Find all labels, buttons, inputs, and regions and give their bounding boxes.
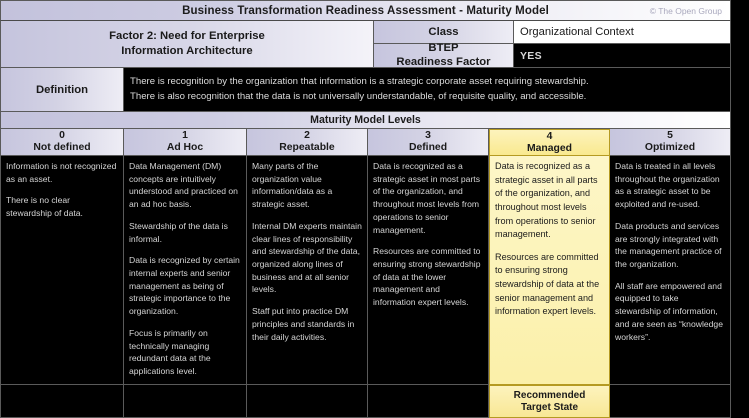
level-footer-optimized	[610, 385, 731, 418]
btep-readiness-factor-value: YES	[514, 44, 731, 68]
maturity-model-table: Business Transformation Readiness Assess…	[0, 0, 731, 418]
btep-label-line1: BTEP	[428, 41, 459, 54]
level-number: 2	[304, 130, 310, 142]
level-description-managed: Data is recognized as a strategic asset …	[489, 156, 610, 385]
level-number: 1	[182, 130, 188, 142]
level-paragraph: Data is recognized as a strategic asset …	[373, 161, 480, 235]
level-paragraph: Focus is primarily on technically managi…	[129, 327, 211, 377]
level-paragraph: Resources are committed to ensuring stro…	[373, 246, 481, 308]
page-title: Business Transformation Readiness Assess…	[182, 4, 549, 17]
level-name: Ad Hoc	[166, 142, 204, 153]
level-paragraph: All staff are empowered and equipped to …	[615, 280, 723, 342]
level-paragraph: Data is recognized by certain internal e…	[129, 255, 240, 317]
copyright-notice: © The Open Group	[649, 5, 722, 16]
level-paragraph: There is no clear stewardship of data.	[6, 195, 83, 219]
definition-label: Definition	[0, 68, 124, 112]
level-footer-ad-hoc	[124, 385, 247, 418]
level-description-ad-hoc: Data Management (DM) concepts are intuit…	[124, 156, 247, 385]
definition-row: Definition There is recognition by the o…	[0, 68, 731, 112]
level-description-defined: Data is recognized as a strategic asset …	[368, 156, 489, 385]
definition-text: There is recognition by the organization…	[124, 68, 731, 112]
factor-name-cell: Factor 2: Need for Enterprise Informatio…	[0, 21, 374, 68]
level-paragraph: Internal DM experts maintain clear lines…	[252, 220, 362, 295]
level-paragraph: Information is not recognized as an asse…	[6, 161, 117, 184]
target-state-line2: Target State	[520, 401, 579, 413]
level-paragraph: Stewardship of the data is informal.	[129, 220, 228, 244]
definition-line1: There is recognition by the organization…	[130, 75, 589, 87]
level-number: 0	[59, 130, 65, 142]
level-description-repeatable: Many parts of the organization value inf…	[247, 156, 368, 385]
factor-name-line2: Information Architecture	[121, 45, 253, 57]
class-label: Class	[374, 21, 514, 44]
level-body-row: Information is not recognized as an asse…	[0, 156, 731, 385]
level-paragraph: Data products and services are strongly …	[615, 220, 722, 270]
level-paragraph: Resources are committed to ensuring stro…	[495, 251, 600, 317]
title-bar: Business Transformation Readiness Assess…	[0, 0, 731, 21]
level-name: Defined	[408, 142, 448, 153]
level-footer-not-defined	[0, 385, 124, 418]
level-name: Optimized	[644, 142, 696, 153]
level-number: 3	[425, 130, 431, 142]
level-number: 5	[667, 130, 673, 142]
btep-readiness-factor-label: BTEP Readiness Factor	[374, 41, 514, 68]
level-name: Not defined	[33, 142, 91, 153]
level-paragraph: Staff put into practice DM principles an…	[252, 306, 355, 342]
level-footer-defined	[368, 385, 489, 418]
level-paragraph: Many parts of the organization value inf…	[252, 161, 333, 210]
maturity-levels-band: Maturity Model Levels	[0, 112, 731, 129]
target-state-line1: Recommended	[513, 389, 586, 401]
factor-name-line1: Factor 2: Need for Enterprise	[109, 30, 265, 43]
level-description-not-defined: Information is not recognized as an asse…	[0, 156, 124, 385]
class-value: Organizational Context	[514, 21, 731, 44]
level-paragraph: Data is treated in all levels throughout…	[615, 161, 720, 210]
level-paragraph: Data is recognized as a strategic asset …	[495, 161, 598, 240]
level-name: Repeatable	[279, 142, 335, 153]
level-footer-repeatable	[247, 385, 368, 418]
level-number: 4	[546, 130, 553, 142]
level-name: Managed	[526, 142, 573, 154]
definition-line2: There is also recognition that the data …	[130, 90, 587, 102]
level-paragraph: Data Management (DM) concepts are intuit…	[129, 161, 238, 210]
factor-row: Factor 2: Need for Enterprise Informatio…	[0, 21, 731, 68]
level-description-optimized: Data is treated in all levels throughout…	[610, 156, 731, 385]
btep-label-line2: Readiness Factor	[396, 55, 491, 68]
